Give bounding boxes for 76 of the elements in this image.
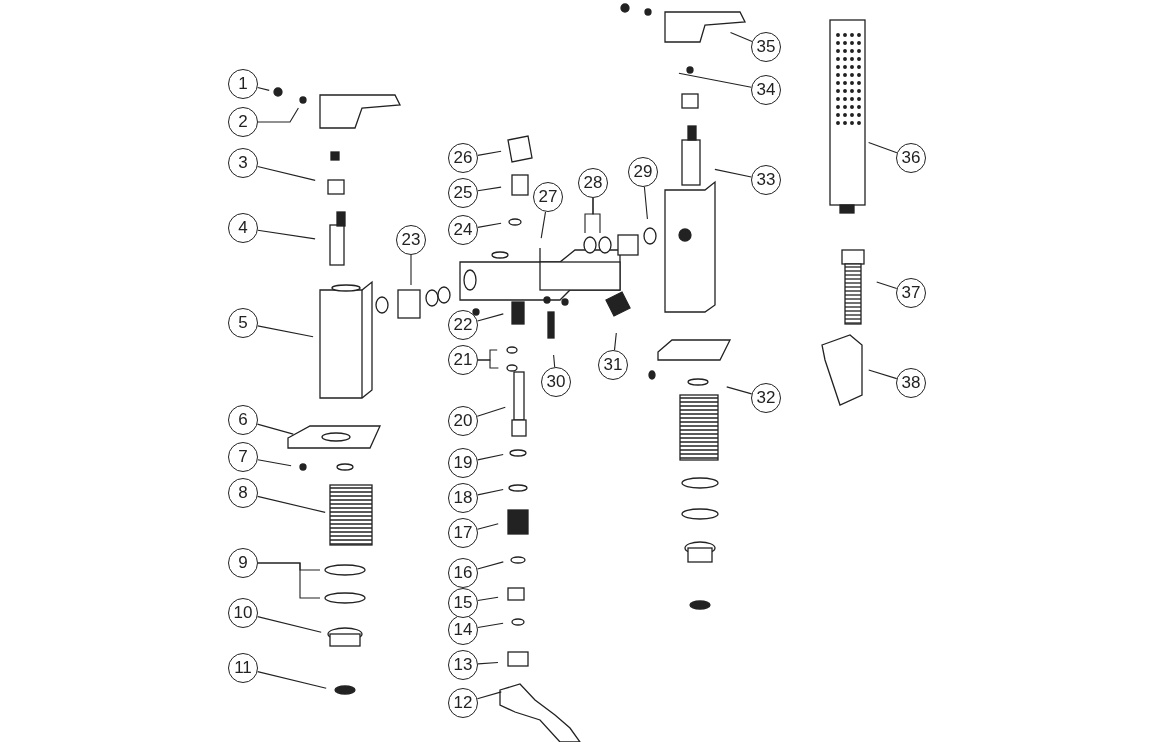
callout-number: 17 [448,518,478,548]
leader-line [540,211,547,239]
callout-number: 1 [228,69,258,99]
leader-line [410,254,412,286]
leader-line [257,107,299,123]
callout-number: 22 [448,310,478,340]
callout-number: 15 [448,588,478,618]
leader-line [256,423,294,435]
leader-line [257,616,322,633]
leader-line [477,453,504,461]
callout-number: 31 [598,350,628,380]
callout-number: 13 [448,650,478,680]
leader-line [876,281,898,290]
callout-number: 9 [228,548,258,578]
callout-number: 32 [751,383,781,413]
callout-number: 10 [228,598,258,628]
leader-line [257,671,327,689]
leader-line [477,150,502,156]
leader-line [257,165,316,181]
leader-line [477,661,499,665]
callout-number: 19 [448,448,478,478]
leader-line [613,332,617,351]
callout-number: 8 [228,478,258,508]
callout-number: 7 [228,442,258,472]
leader-line [476,313,504,322]
callout-number: 24 [448,215,478,245]
leader-line [592,197,601,234]
leader-line [643,186,648,220]
callout-number: 34 [751,75,781,105]
leader-line [257,325,314,338]
callout-number: 33 [751,165,781,195]
leader-line [477,222,502,228]
leader-line [868,369,898,380]
leader-line [477,596,499,602]
leader-line [678,72,752,88]
callout-number: 26 [448,143,478,173]
callout-number: 29 [628,157,658,187]
leader-line [476,523,499,530]
callout-number: 5 [228,308,258,338]
callout-number: 6 [228,405,258,435]
leader-line [257,562,321,599]
callout-number: 14 [448,615,478,645]
callout-number: 4 [228,213,258,243]
callout-number: 23 [396,225,426,255]
callout-number: 20 [448,406,478,436]
leader-line [714,168,752,178]
leader-line [476,406,506,417]
callout-number: 38 [896,368,926,398]
leader-line [257,459,292,467]
callout-number: 36 [896,143,926,173]
callout-number: 11 [228,653,258,683]
leader-line [477,488,504,496]
leader-line [257,229,316,240]
leader-line [868,141,898,154]
callout-number: 16 [448,558,478,588]
callout-number: 2 [228,107,258,137]
leader-line [729,32,753,42]
callout-number: 27 [533,182,563,212]
leader-line [477,622,504,629]
leader-line [726,386,753,395]
callout-number: 25 [448,178,478,208]
callout-number: 21 [448,345,478,375]
leader-line [476,561,504,570]
callout-number: 12 [448,688,478,718]
callout-number: 28 [578,168,608,198]
leader-line [553,354,556,368]
leader-line [477,359,499,369]
leader-line [477,186,502,192]
callout-number: 30 [541,367,571,397]
callout-number: 35 [751,32,781,62]
leader-line [257,495,326,513]
leader-line [476,691,502,700]
callout-number: 18 [448,483,478,513]
callout-number: 3 [228,148,258,178]
callout-number: 37 [896,278,926,308]
leader-line [257,86,270,91]
